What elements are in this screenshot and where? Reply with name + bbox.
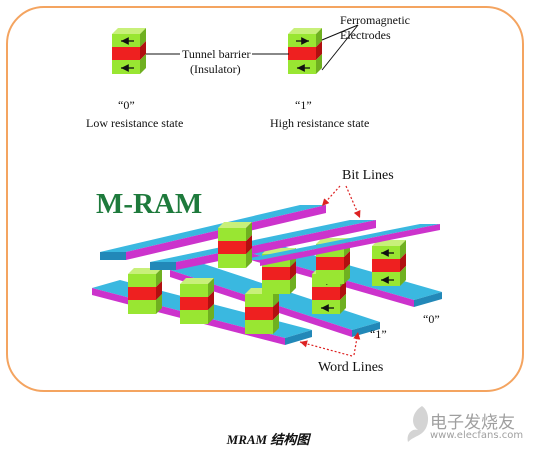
array-state-0-label: “0” xyxy=(423,312,440,326)
bit-line xyxy=(240,224,440,266)
elecfans-logo-icon xyxy=(407,406,429,442)
mram-array xyxy=(92,205,442,345)
figure-caption: MRAM 结构图 xyxy=(226,432,310,447)
state-1-description: High resistance state xyxy=(270,116,370,130)
watermark-url: www.elecfans.com xyxy=(430,430,524,441)
insulator-label: (Insulator) xyxy=(190,62,241,76)
bit-lines-callout xyxy=(321,185,361,219)
array-state-1-label: “1” xyxy=(370,327,387,341)
state-0-value: “0” xyxy=(118,98,135,112)
ferromagnetic-label: Ferromagnetic xyxy=(340,13,410,27)
watermark-text: 电子发烧友 xyxy=(430,413,515,433)
mtj-cell xyxy=(372,240,406,286)
state-1-value: “1” xyxy=(295,98,312,112)
tunnel-barrier-label: Tunnel barrier xyxy=(182,47,251,61)
word-lines-label: Word Lines xyxy=(318,360,384,375)
mtj-cell xyxy=(180,278,214,324)
electrode-leader-bottom xyxy=(321,24,359,71)
mtj-cell xyxy=(245,288,279,334)
state-0-description: Low resistance state xyxy=(86,116,184,130)
cell-state-1 xyxy=(288,28,322,74)
mram-title: M-RAM xyxy=(96,188,203,220)
bit-lines-label: Bit Lines xyxy=(342,168,394,183)
word-lines-callout xyxy=(299,331,361,357)
electrode-leader-top xyxy=(321,24,359,41)
mtj-cell xyxy=(128,268,162,314)
mram-diagram xyxy=(92,24,442,357)
mtj-cell xyxy=(218,222,252,268)
electrodes-label: Electrodes xyxy=(340,28,391,42)
cell-state-0 xyxy=(112,28,146,74)
